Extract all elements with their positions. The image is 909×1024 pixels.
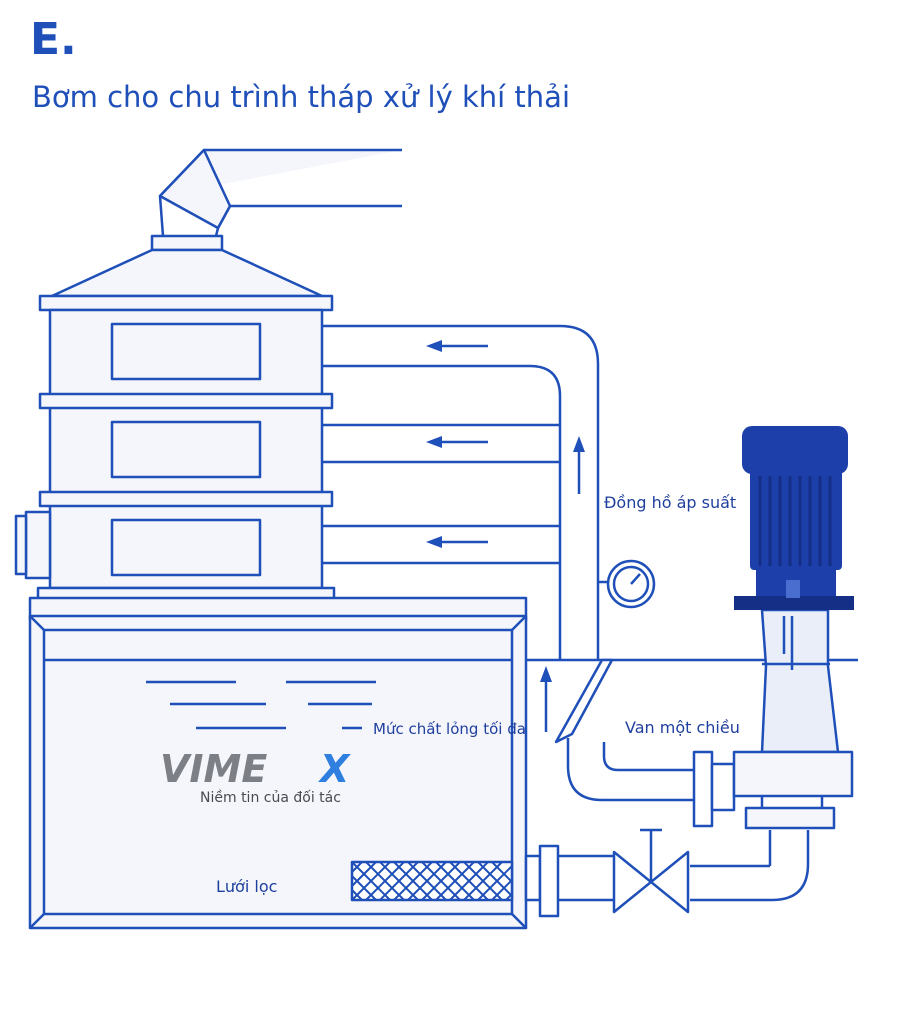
discharge-piping bbox=[554, 658, 694, 802]
tower-window-2 bbox=[110, 420, 262, 479]
logo-tagline: Niềm tin của đối tác bbox=[200, 789, 341, 806]
flow-arrows bbox=[426, 340, 585, 732]
return-piping bbox=[322, 324, 608, 660]
suction-piping bbox=[524, 830, 810, 918]
max-liquid-level-label: Mức chất lỏng tối đa bbox=[373, 720, 526, 738]
section-letter: E. bbox=[30, 14, 77, 65]
pressure-gauge bbox=[606, 559, 656, 609]
pump-body bbox=[732, 608, 854, 830]
exhaust-duct bbox=[150, 148, 402, 252]
scrubber-tower bbox=[36, 308, 336, 606]
filter-mesh-label: Lưới lọc bbox=[216, 877, 277, 896]
tower-window-3 bbox=[110, 518, 262, 577]
check-valve-label: Van một chiều bbox=[625, 718, 740, 737]
gas-inlet bbox=[14, 510, 52, 580]
liquid-ripples bbox=[146, 680, 376, 730]
check-valve bbox=[692, 750, 736, 828]
pump-motor bbox=[734, 426, 854, 610]
logo-brand-right: X bbox=[318, 747, 351, 791]
page-title: Bơm cho chu trình tháp xử lý khí thải bbox=[32, 80, 571, 114]
filter-mesh bbox=[350, 860, 514, 902]
vimex-logo: VIME X Niềm tin của đối tác bbox=[160, 747, 351, 806]
logo-brand-left: VIME bbox=[160, 747, 267, 791]
pressure-gauge-label: Đồng hồ áp suất bbox=[604, 493, 736, 512]
tower-window-1 bbox=[110, 322, 262, 381]
gate-valve bbox=[612, 828, 690, 914]
tower-roof bbox=[38, 248, 334, 312]
